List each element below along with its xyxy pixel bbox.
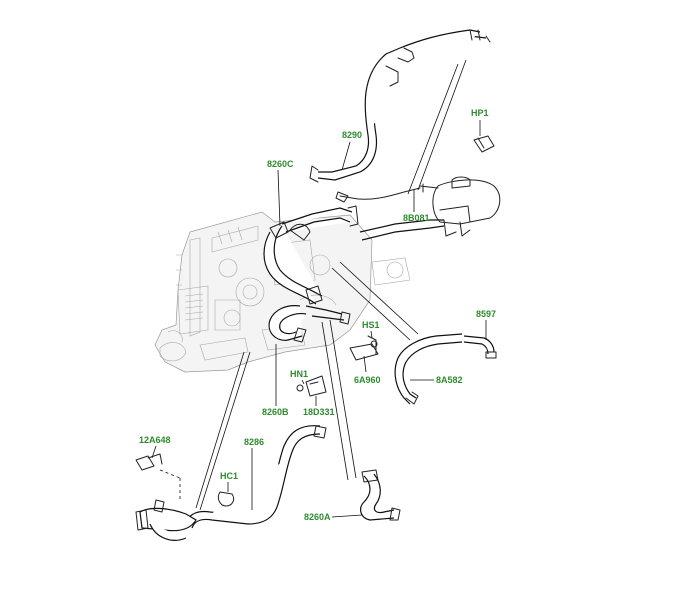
hose-8286[interactable] xyxy=(187,425,327,529)
label-8597[interactable]: 8597 xyxy=(476,309,496,319)
label-8260c[interactable]: 8260C xyxy=(267,159,294,169)
hs1-sensor-bracket-part[interactable] xyxy=(349,335,379,361)
engine-block-illustration xyxy=(154,211,411,373)
label-hn1[interactable]: HN1 xyxy=(290,369,308,379)
label-8286[interactable]: 8286 xyxy=(244,437,264,447)
label-12a648[interactable]: 12A648 xyxy=(139,435,171,445)
label-8a582[interactable]: 8A582 xyxy=(436,375,463,385)
part-labels: 8290 8260C HP1 8B081 8597 HS1 6A960 8A58… xyxy=(139,108,496,522)
leader-lines xyxy=(151,59,487,518)
hn1-bracket-part[interactable] xyxy=(296,375,327,397)
hp1-bracket-part[interactable] xyxy=(473,135,495,153)
label-6a960[interactable]: 6A960 xyxy=(354,375,381,385)
hose-8260b[interactable] xyxy=(268,305,351,343)
label-hs1[interactable]: HS1 xyxy=(362,320,380,330)
hose-8260c[interactable] xyxy=(263,205,359,305)
label-8260a[interactable]: 8260A xyxy=(304,512,331,522)
label-8b081[interactable]: 8B081 xyxy=(403,213,430,223)
label-hc1[interactable]: HC1 xyxy=(220,471,238,481)
12a648-sensor-part[interactable] xyxy=(135,453,163,471)
hc1-clip-part[interactable] xyxy=(217,491,235,507)
label-8260b[interactable]: 8260B xyxy=(262,407,289,417)
hose-8b081[interactable] xyxy=(335,187,445,241)
label-18d331[interactable]: 18D331 xyxy=(303,407,335,417)
hose-8290[interactable] xyxy=(309,29,491,183)
hose-8260a[interactable] xyxy=(360,469,401,521)
hose-8a582[interactable] xyxy=(394,333,463,405)
hose-8597[interactable] xyxy=(463,335,497,359)
label-8290[interactable]: 8290 xyxy=(342,130,362,140)
hose-lower-left-stub[interactable] xyxy=(135,499,197,541)
expansion-tank-part[interactable] xyxy=(419,176,501,237)
label-hp1[interactable]: HP1 xyxy=(471,108,489,118)
